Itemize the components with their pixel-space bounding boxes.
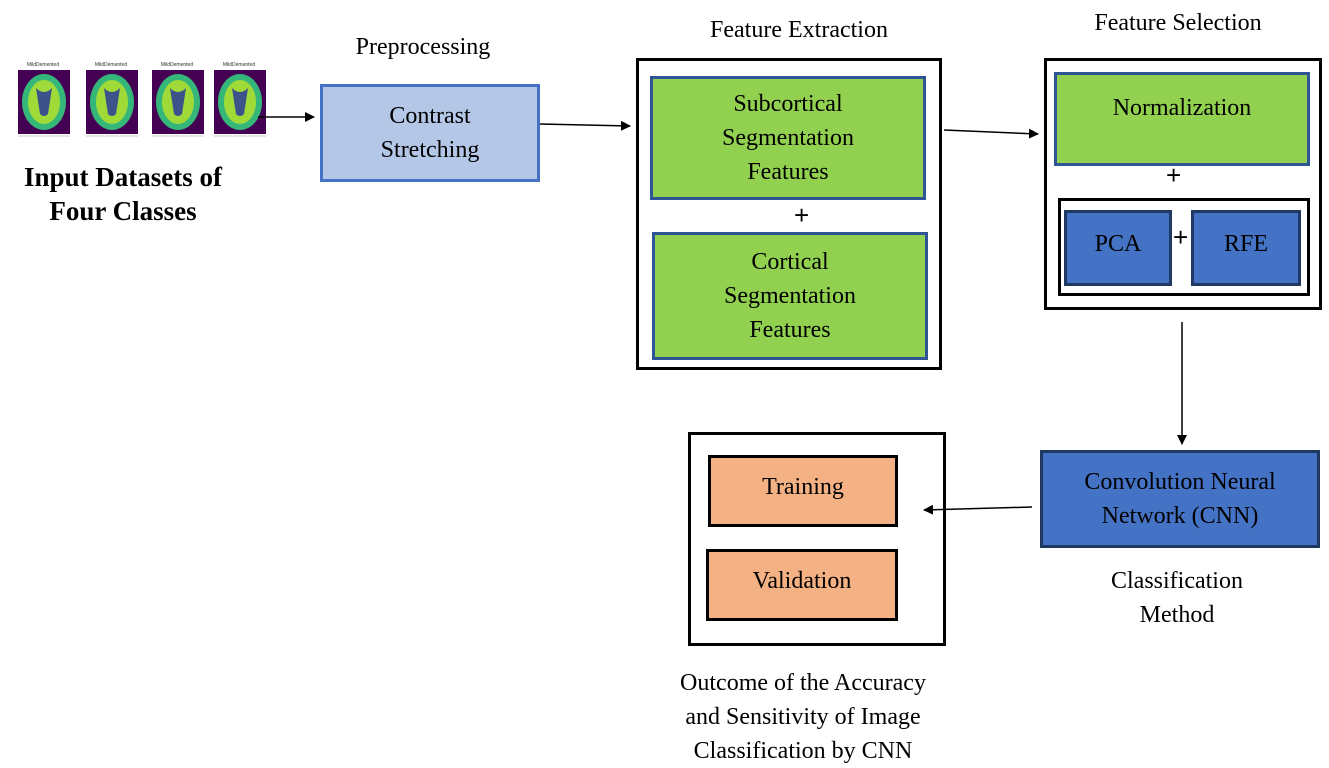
outcome-caption-line3: Classification by CNN xyxy=(693,738,913,764)
pca-box: PCA xyxy=(1064,210,1172,286)
preprocessing-heading: Preprocessing xyxy=(355,34,491,60)
brain-image-2: MildDemented xyxy=(80,62,142,142)
outcome-caption-line1: Outcome of the Accuracy xyxy=(680,670,926,696)
brain-image-title: MildDemented xyxy=(26,62,60,68)
brain-image-title: MildDemented xyxy=(94,62,128,68)
brain-image-3: MildDemented xyxy=(146,62,208,142)
brain-scan-icon xyxy=(152,70,204,137)
classification-caption-line1: Classification xyxy=(1111,568,1243,594)
arrow-extraction-to-selection xyxy=(943,128,1039,139)
brain-scan-icon xyxy=(214,70,266,137)
feature-extraction-heading: Feature Extraction xyxy=(710,17,888,43)
extraction-plus-sign: + xyxy=(794,200,810,230)
brain-image-4: MildDemented xyxy=(208,62,270,142)
pca-rfe-plus-sign: + xyxy=(1173,222,1189,252)
input-datasets-label: Input Datasets of Four Classes xyxy=(0,160,246,228)
brain-image-1: MildDemented xyxy=(12,62,74,142)
classification-caption-line2: Method xyxy=(1139,602,1215,628)
subcortical-features-box: Subcortical Segmentation Features xyxy=(650,76,926,200)
brain-image-title: MildDemented xyxy=(222,62,256,68)
normalization-box: Normalization xyxy=(1054,72,1310,166)
cnn-box: Convolution Neural Network (CNN) xyxy=(1040,450,1320,548)
brain-scan-icon xyxy=(86,70,138,137)
cortical-features-box: Cortical Segmentation Features xyxy=(652,232,928,360)
input-label-line2: Four Classes xyxy=(49,196,197,226)
brain-image-title: MildDemented xyxy=(160,62,194,68)
selection-plus-sign: + xyxy=(1166,160,1182,190)
rfe-box: RFE xyxy=(1191,210,1301,286)
input-label-line1: Input Datasets of xyxy=(23,162,223,192)
feature-selection-heading: Feature Selection xyxy=(1094,10,1262,36)
brain-scan-icon xyxy=(18,70,70,137)
classification-method-caption: Classification Method xyxy=(1040,564,1314,632)
outcome-caption: Outcome of the Accuracy and Sensitivity … xyxy=(640,666,966,768)
outcome-caption-line2: and Sensitivity of Image xyxy=(685,704,921,730)
validation-box: Validation xyxy=(706,549,898,621)
arrow-preprocessing-to-extraction xyxy=(539,120,631,131)
training-box: Training xyxy=(708,455,898,527)
contrast-stretching-box: Contrast Stretching xyxy=(320,84,540,182)
